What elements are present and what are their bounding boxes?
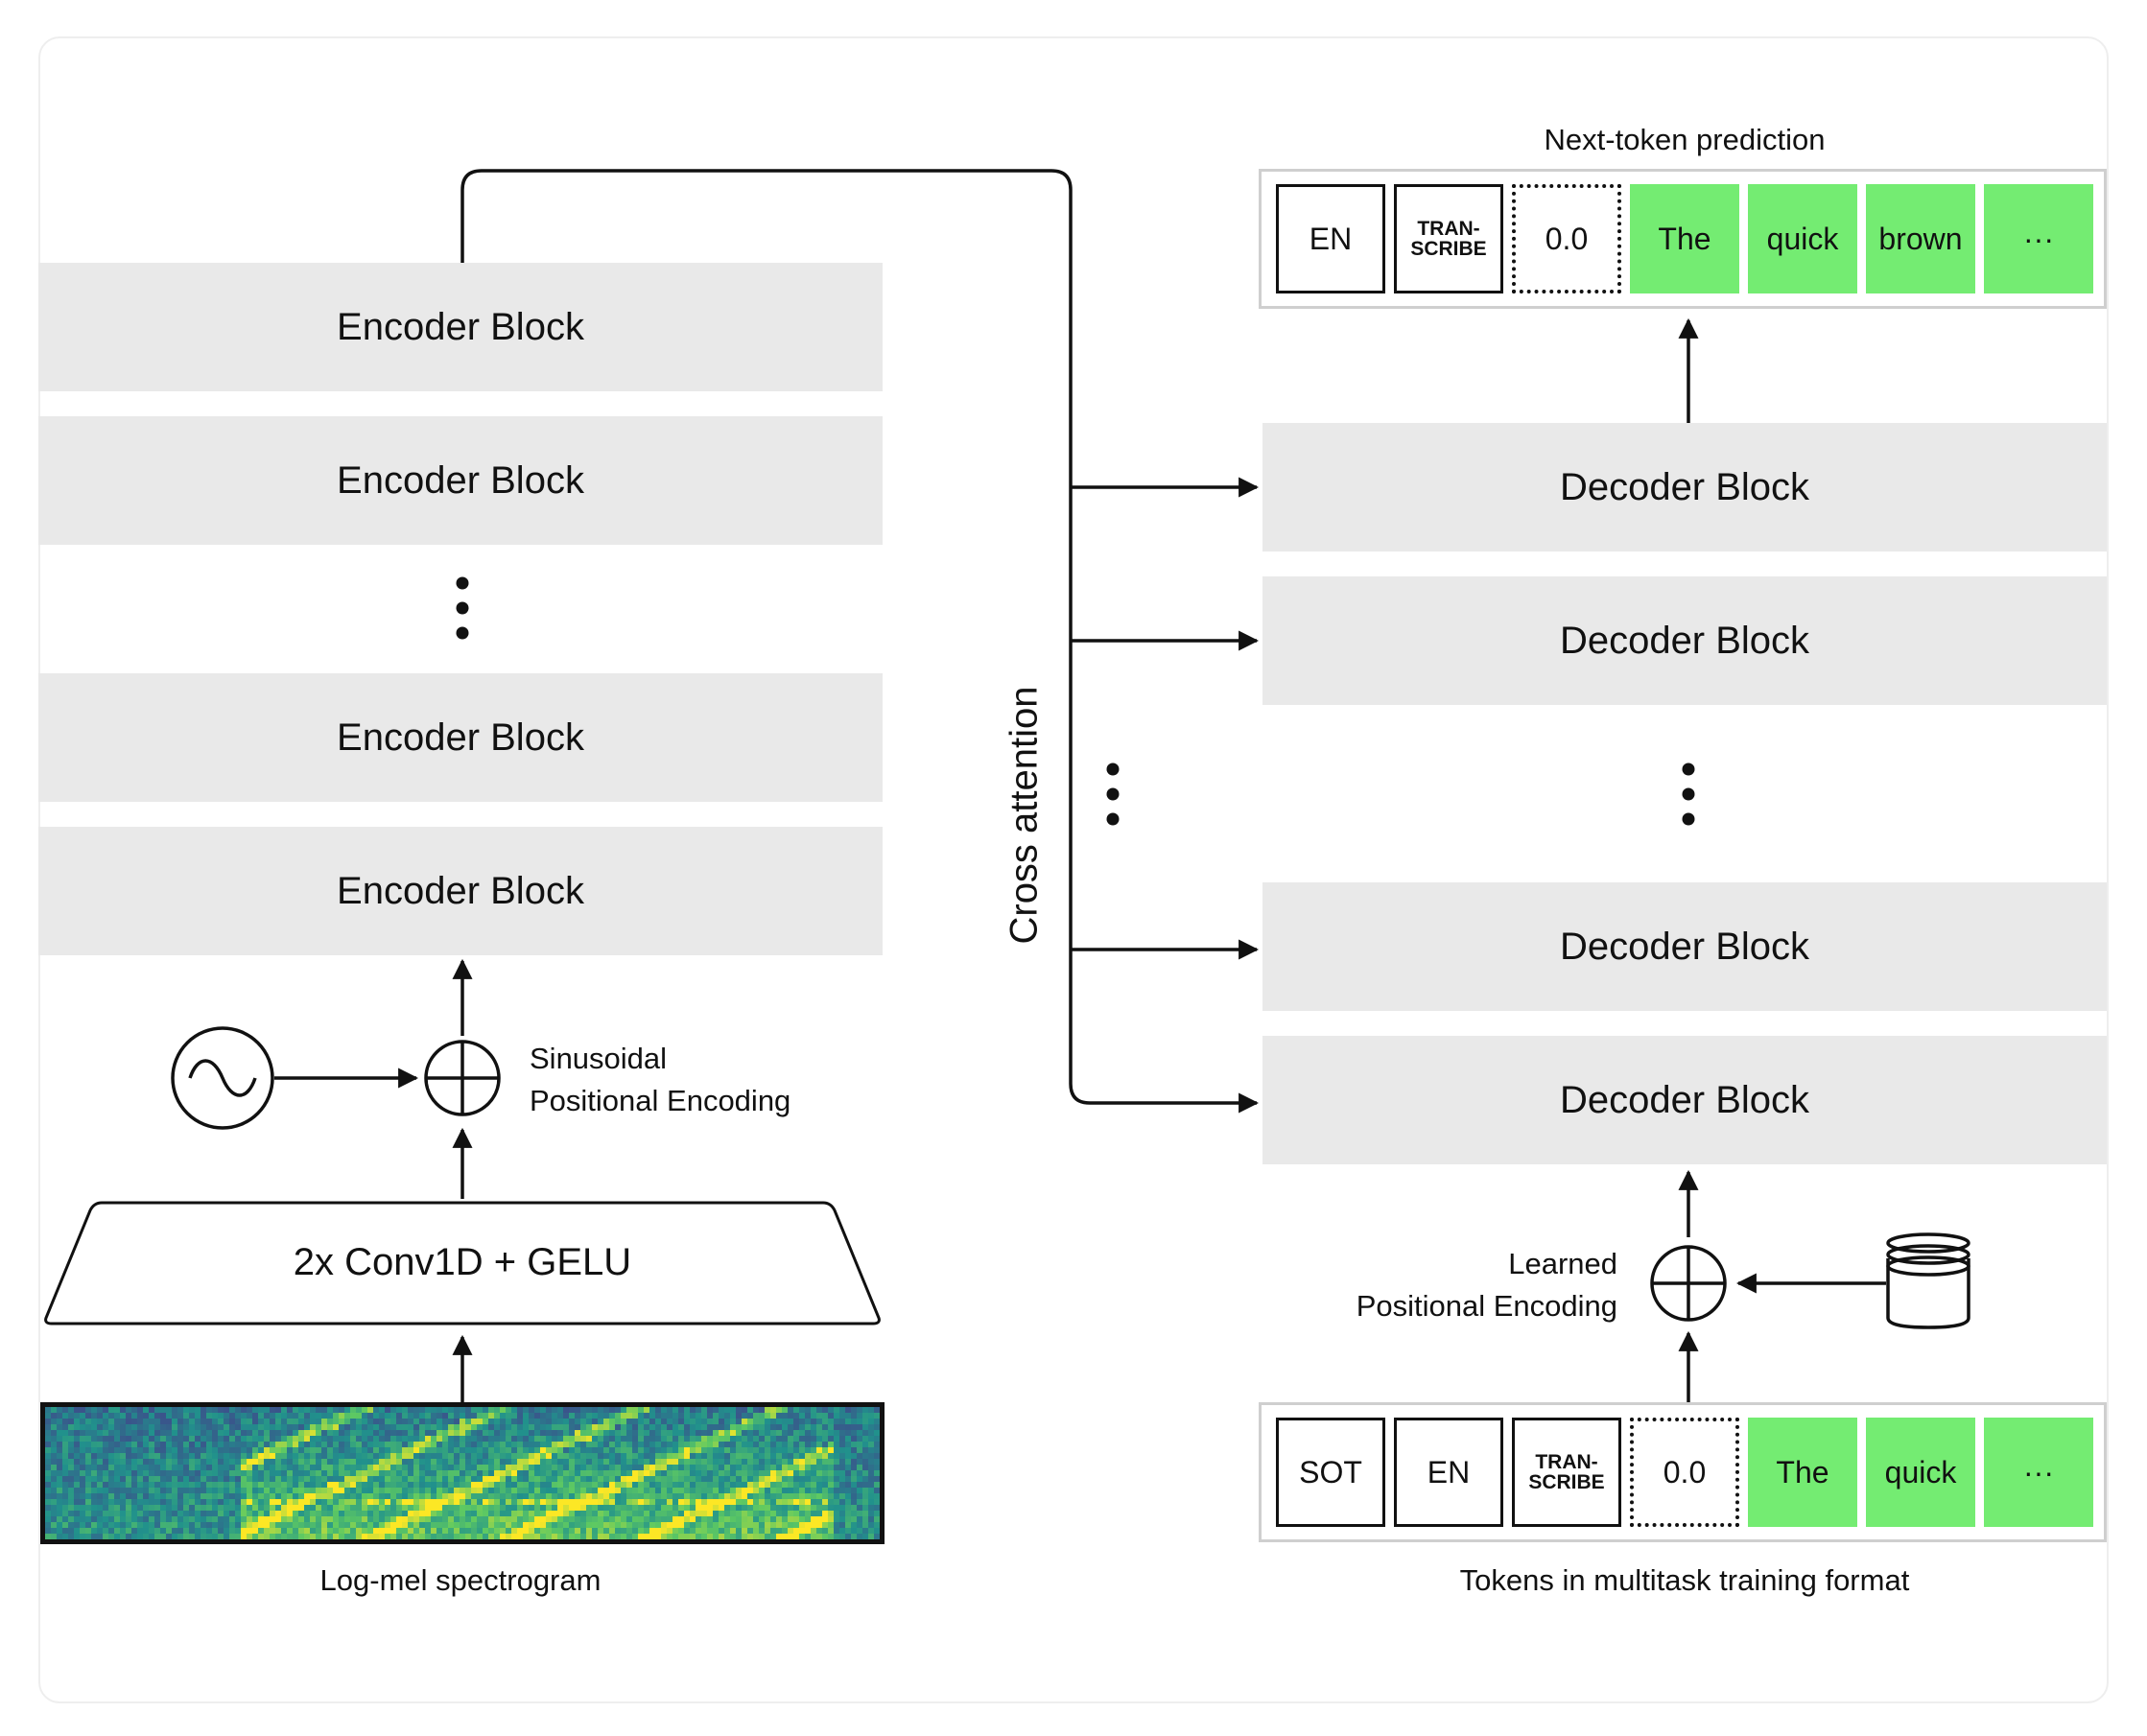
spectrogram-image [40,1402,885,1544]
token: 0.0 [1630,1418,1739,1527]
token: quick [1748,184,1857,293]
plus-circle-icon [424,1040,501,1116]
encoder-block: Encoder Block [38,673,883,802]
plus-circle-icon [1650,1245,1727,1322]
token: 0.0 [1512,184,1621,293]
token: ··· [1984,184,2093,293]
next-token-title: Next-token prediction [1544,123,1826,156]
conv-stem [44,1201,881,1325]
sinusoidal-label-line2: Positional Encoding [530,1084,791,1117]
encoder-block: Encoder Block [38,416,883,545]
learned-label-line1: Learned [1508,1247,1617,1280]
token: The [1748,1418,1857,1527]
spectrogram-caption: Log-mel spectrogram [319,1563,602,1597]
token: quick [1866,1418,1975,1527]
token: The [1630,184,1739,293]
decoder-block: Decoder Block [1262,1036,2107,1164]
token: SOT [1276,1418,1385,1527]
token: EN [1394,1418,1503,1527]
encoder-block: Encoder Block [38,827,883,955]
encoder-output-line [460,169,1260,1114]
encoder-block: Encoder Block [38,263,883,391]
token: brown [1866,184,1975,293]
learned-label-line2: Positional Encoding [1356,1289,1617,1323]
decoder-block: Decoder Block [1262,576,2107,705]
sinusoidal-label-line1: Sinusoidal [530,1042,668,1075]
decoder-block: Decoder Block [1262,882,2107,1011]
ellipsis-vertical-icon [1106,762,1120,826]
ellipsis-vertical-icon [456,576,469,640]
tokens-caption: Tokens in multitask training format [1459,1563,1910,1597]
sine-wave-icon [171,1026,274,1130]
database-icon [1886,1232,1970,1329]
token: EN [1276,184,1385,293]
token: ··· [1984,1418,2093,1527]
conv-label: 2x Conv1D + GELU [293,1240,632,1283]
token: TRAN- SCRIBE [1394,184,1503,293]
ellipsis-vertical-icon [1682,762,1695,826]
decoder-block: Decoder Block [1262,423,2107,551]
token: TRAN- SCRIBE [1512,1418,1621,1527]
